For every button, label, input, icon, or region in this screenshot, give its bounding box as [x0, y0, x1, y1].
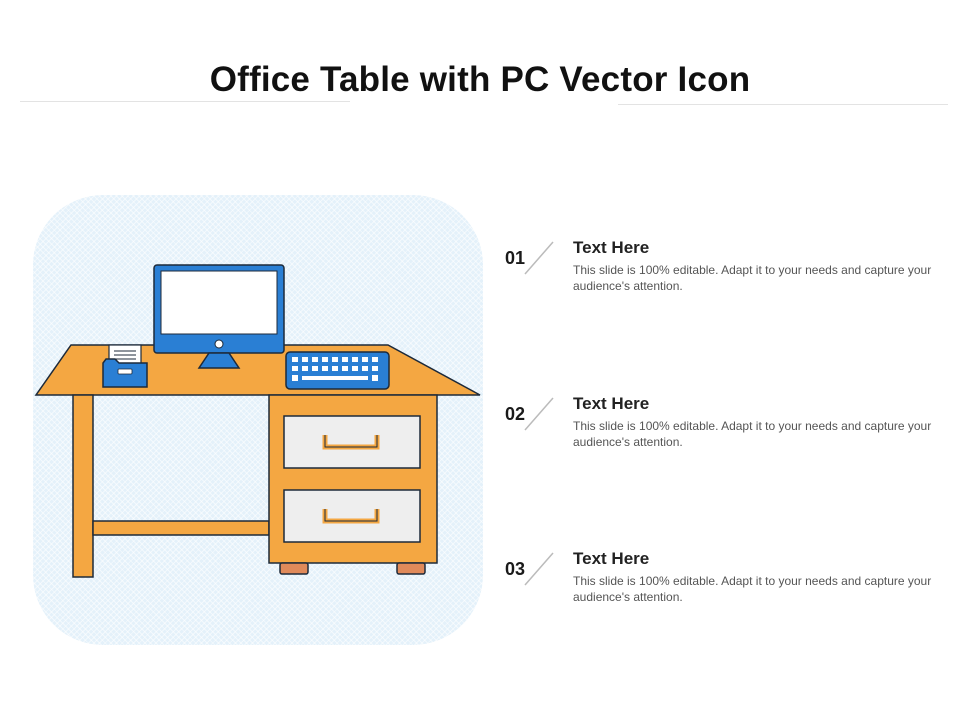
item-heading: Text Here	[573, 549, 650, 568]
office-table-pc-icon	[34, 264, 481, 578]
item-number: 03	[505, 559, 526, 579]
list-item-02: 02 Text Here This slide is 100% editable…	[505, 394, 935, 464]
desk-left-leg	[72, 394, 94, 578]
cabinet-foot-left	[279, 562, 309, 575]
title-divider-left	[20, 101, 350, 102]
cabinet-foot-right	[396, 562, 426, 575]
monitor-screen	[160, 270, 278, 335]
bottom-drawer	[283, 489, 421, 543]
diagonal-slash-icon	[524, 241, 554, 275]
list-item-01: 01 Text Here This slide is 100% editable…	[505, 238, 935, 308]
keyboard-keys	[292, 357, 378, 381]
item-number: 02	[505, 404, 526, 424]
diagonal-slash-icon	[524, 552, 554, 586]
item-description: This slide is 100% editable. Adapt it to…	[573, 263, 932, 293]
diagonal-slash-icon	[524, 397, 554, 431]
item-heading: Text Here	[573, 238, 650, 257]
top-drawer	[283, 415, 421, 469]
list-item-03: 03 Text Here This slide is 100% editable…	[505, 549, 935, 619]
item-description: This slide is 100% editable. Adapt it to…	[573, 419, 932, 449]
office-table-illustration	[33, 195, 483, 645]
monitor-power-button	[214, 339, 224, 349]
item-heading: Text Here	[573, 394, 650, 413]
desk-stretcher	[92, 520, 270, 536]
title-divider-right	[618, 104, 948, 105]
slide-title: Office Table with PC Vector Icon	[209, 60, 751, 99]
item-number: 01	[505, 248, 526, 268]
item-description: This slide is 100% editable. Adapt it to…	[573, 574, 932, 604]
monitor-stand	[197, 352, 241, 369]
